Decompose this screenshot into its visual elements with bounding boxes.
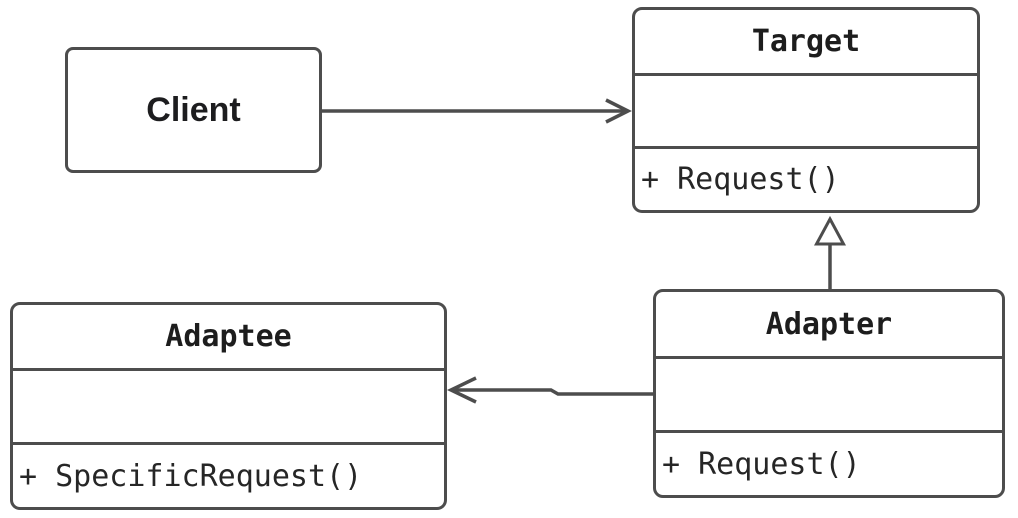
class-box-adaptee: Adaptee + SpecificRequest()	[10, 302, 447, 510]
method-label: + Request()	[656, 430, 1002, 495]
association-arrow-adapter-adaptee	[446, 376, 653, 404]
association-arrow-client-target	[322, 98, 632, 124]
open-arrowhead-icon	[605, 98, 632, 124]
method-label: + SpecificRequest()	[13, 442, 444, 507]
method-label: + Request()	[635, 146, 977, 210]
attributes-compartment	[13, 368, 444, 442]
attributes-compartment	[635, 73, 977, 146]
class-title: Adapter	[765, 306, 893, 342]
hollow-triangle-arrowhead-icon	[813, 215, 847, 246]
class-box-adapter: Adapter + Request()	[653, 289, 1005, 498]
class-box-client: Client	[65, 47, 322, 173]
class-title: Target	[751, 24, 861, 59]
attributes-compartment	[656, 356, 1002, 430]
class-title: Adaptee	[165, 319, 292, 354]
class-box-target: Target + Request()	[632, 7, 980, 213]
open-arrowhead-icon	[446, 376, 477, 404]
generalization-arrow-adapter-target	[813, 215, 847, 289]
class-title: Client	[146, 90, 241, 129]
